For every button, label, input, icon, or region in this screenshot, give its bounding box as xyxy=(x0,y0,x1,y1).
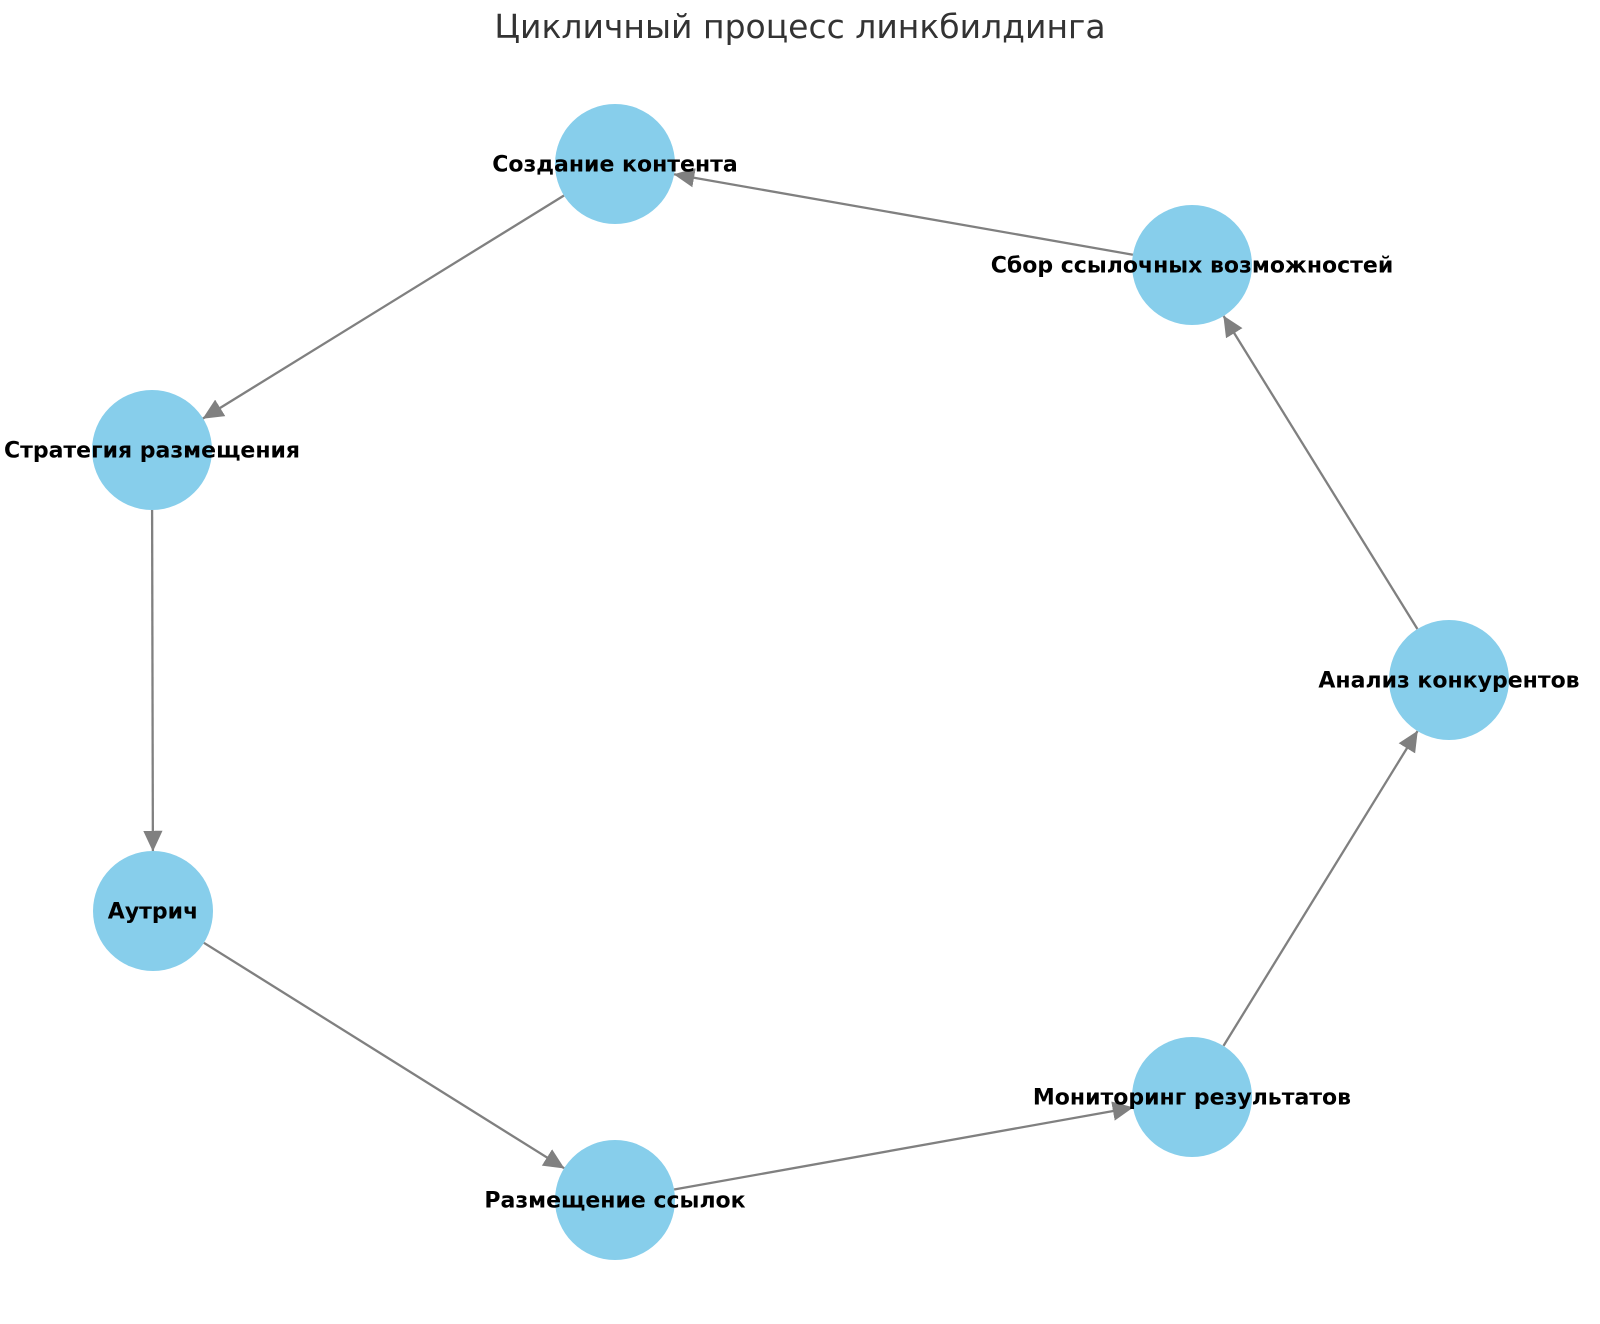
node-sbor-ssylochnyh xyxy=(1132,205,1252,325)
node-razmeshchenie-ssylok xyxy=(555,1140,675,1260)
node-monitoring-rezultatov xyxy=(1132,1037,1252,1157)
node-analiz-konkurentov xyxy=(1389,620,1509,740)
edge-sozdanie-kontenta-to-strategiya-razmeshcheniya xyxy=(202,194,565,420)
edges-layer xyxy=(143,168,1419,1191)
diagram-title: Цикличный процесс линкбилдинга xyxy=(494,7,1106,46)
nodes-layer xyxy=(92,104,1509,1260)
node-label-strategiya-razmeshcheniya: Стратегия размещения xyxy=(4,439,300,464)
node-label-sozdanie-kontenta: Создание контента xyxy=(492,153,738,178)
node-label-sbor-ssylochnyh: Сбор ссылочных возможностей xyxy=(991,254,1394,279)
edge-analiz-konkurentov-to-sbor-ssylochnyh xyxy=(1222,315,1419,630)
node-sozdanie-kontenta xyxy=(555,104,675,224)
node-strategiya-razmeshcheniya xyxy=(92,390,212,510)
edge-monitoring-rezultatov-to-analiz-konkurentov xyxy=(1222,730,1419,1047)
node-label-razmeshchenie-ssylok: Размещение ссылок xyxy=(484,1189,745,1214)
edge-sbor-ssylochnyh-to-sozdanie-kontenta xyxy=(673,168,1134,256)
edge-razmeshchenie-ssylok-to-monitoring-rezultatov xyxy=(673,1101,1134,1191)
node-label-monitoring-rezultatov: Мониторинг результатов xyxy=(1033,1086,1351,1111)
node-label-autrich: Аутрич xyxy=(108,900,198,925)
node-label-analiz-konkurentov: Анализ конкурентов xyxy=(1318,669,1579,694)
edge-strategiya-razmeshcheniya-to-autrich xyxy=(143,509,163,852)
node-autrich xyxy=(93,851,213,971)
edge-autrich-to-razmeshchenie-ssylok xyxy=(203,941,565,1170)
